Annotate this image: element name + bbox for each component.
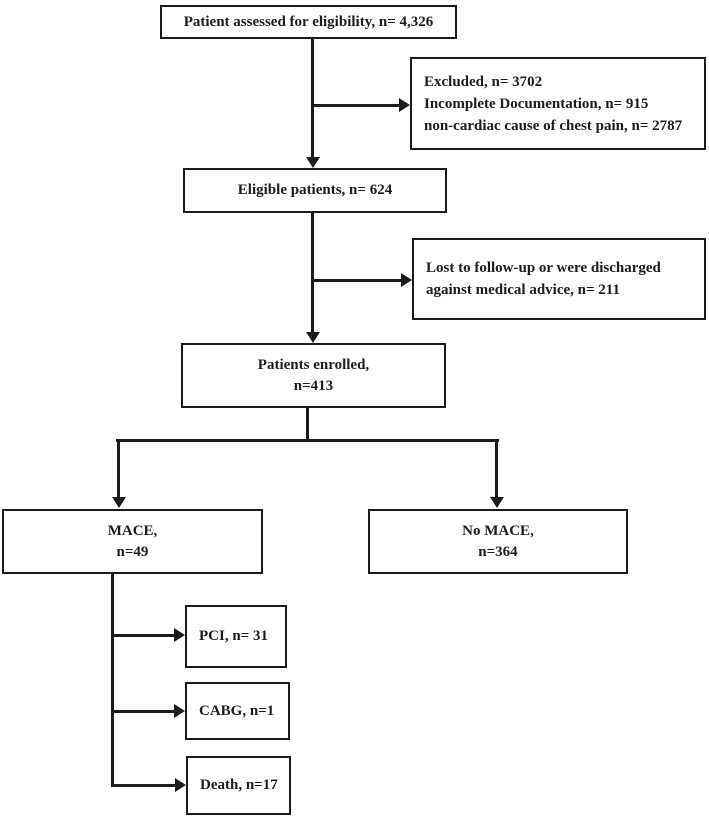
node-mace: MACE, n=49 [2, 509, 263, 574]
node-mace-line-1: MACE, [107, 522, 158, 539]
node-no-mace-line-1: No MACE, [462, 522, 534, 539]
node-eligible: Eligible patients, n= 624 [183, 168, 447, 213]
node-no-mace-line-2: n=364 [478, 543, 518, 560]
node-lost-followup: Lost to follow-up or were discharged aga… [412, 238, 706, 320]
node-lost-followup-line-2: against medical advice, n= 211 [426, 282, 620, 298]
arrowhead-right-lost-icon [401, 273, 412, 287]
connector-split-bar [116, 439, 499, 442]
node-excluded-line-3: non-cardiac cause of chest pain, n= 2787 [424, 117, 683, 134]
connector-eligible-to-enrolled [311, 212, 314, 332]
arrowhead-down-mace-icon [112, 497, 126, 508]
connector-branch-to-death [111, 784, 175, 787]
node-no-mace: No MACE, n=364 [368, 509, 628, 574]
node-enrolled: Patients enrolled, n=413 [181, 343, 446, 408]
node-patient-assessed: Patient assessed for eligibility, n= 4,3… [160, 5, 457, 39]
connector-branch-to-pci [111, 634, 174, 637]
connector-mace-trunk [111, 574, 114, 786]
node-excluded: Excluded, n= 3702 Incomplete Documentati… [410, 57, 706, 150]
node-cabg-label: CABG, n=1 [199, 702, 275, 719]
node-excluded-line-1: Excluded, n= 3702 [424, 73, 543, 90]
arrowhead-down-enrolled-icon [306, 332, 320, 343]
node-cabg: CABG, n=1 [185, 682, 290, 740]
connector-branch-to-cabg [111, 710, 174, 713]
arrowhead-down-no-mace-icon [490, 497, 504, 508]
node-patient-assessed-label: Patient assessed for eligibility, n= 4,3… [183, 13, 434, 30]
node-excluded-line-2: Incomplete Documentation, n= 915 [424, 95, 649, 112]
node-death: Death, n=17 [186, 756, 291, 815]
arrowhead-right-excluded-icon [399, 98, 410, 112]
node-mace-line-2: n=49 [116, 543, 149, 560]
arrowhead-right-cabg-icon [174, 704, 185, 718]
connector-branch-to-excluded [311, 104, 399, 107]
arrowhead-right-pci-icon [174, 628, 185, 642]
node-enrolled-line-1: Patients enrolled, [257, 356, 370, 373]
arrowhead-right-death-icon [175, 778, 186, 792]
connector-assessed-to-eligible [311, 38, 314, 157]
node-death-label: Death, n=17 [200, 777, 278, 793]
node-pci: PCI, n= 31 [185, 605, 287, 668]
connector-branch-to-lost [311, 279, 401, 282]
node-eligible-label: Eligible patients, n= 624 [237, 182, 393, 198]
node-pci-label: PCI, n= 31 [199, 628, 268, 644]
connector-split-to-mace [117, 439, 120, 497]
connector-enrolled-stub [306, 408, 309, 440]
arrowhead-down-eligible-icon [306, 157, 320, 168]
node-enrolled-line-2: n=413 [293, 377, 334, 394]
node-lost-followup-line-1: Lost to follow-up or were discharged [426, 260, 661, 276]
connector-split-to-no-mace [495, 439, 498, 497]
